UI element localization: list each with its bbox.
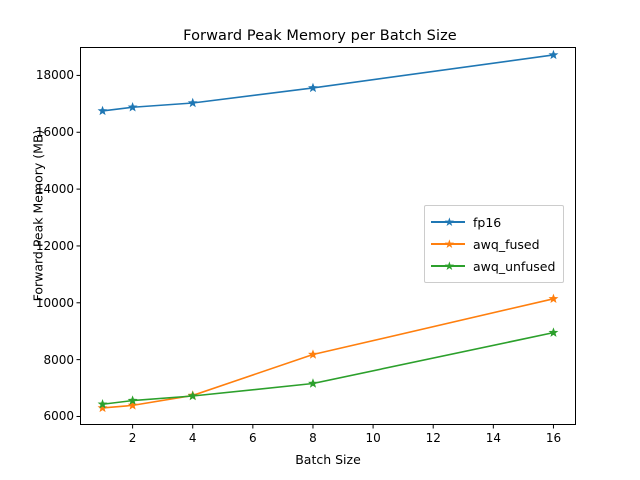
data-point [308,82,318,93]
data-point [187,390,198,401]
y-tick-label: 16000 [35,125,74,140]
y-tick-label: 18000 [35,68,74,83]
series-awq_fused [97,293,559,413]
data-point [548,293,559,304]
data-point [97,402,108,413]
y-axis-tick-labels: 6000 8000 10000 12000 14000 16000 18000 [12,0,74,480]
star-icon: ★ [444,215,455,229]
x-tick-label: 4 [188,431,197,445]
y-tick-label: 14000 [35,182,74,197]
x-tick-label: 14 [485,431,501,445]
x-tick-label: 10 [365,431,381,445]
data-point [548,327,559,337]
data-point [127,400,138,410]
data-point [97,399,108,409]
x-tick-label: 2 [128,431,137,445]
series-awq_unfused [97,327,559,409]
y-tick-label: 10000 [35,295,74,310]
y-tick-label: 8000 [43,352,74,367]
legend-swatch: ★ [431,215,465,229]
legend-swatch: ★ [431,237,465,251]
chart-legend: ★ fp16 ★ awq_fused ★ awq_unfused [424,205,565,283]
x-axis-label: Batch Size [295,452,361,467]
legend-item-awq_fused[interactable]: ★ awq_fused [431,233,555,255]
series-fp16 [97,49,559,116]
star-icon: ★ [444,259,455,273]
x-tick-label: 16 [545,431,562,445]
legend-item-fp16[interactable]: ★ fp16 [431,211,555,233]
y-tick-label: 6000 [43,409,74,424]
plot-area [80,47,576,425]
data-point [308,349,318,359]
legend-label: fp16 [473,214,502,230]
chart-title: Forward Peak Memory per Batch Size [183,28,457,44]
x-tick-label: 8 [309,431,317,445]
data-point [308,378,318,388]
y-tick-label: 12000 [35,238,74,253]
data-point [187,97,198,108]
x-tick-label: 12 [425,431,441,445]
data-point [97,105,108,116]
x-tick-label: 6 [249,431,257,445]
legend-swatch: ★ [431,259,465,273]
data-point [548,49,559,60]
legend-label: awq_fused [473,236,540,252]
legend-item-awq_unfused[interactable]: ★ awq_unfused [431,255,555,277]
legend-label: awq_unfused [473,258,556,274]
star-icon: ★ [444,237,455,251]
y-axis-label: Forward Peak Memory (MB) [30,129,46,302]
data-point [127,395,138,405]
data-point [127,102,138,112]
